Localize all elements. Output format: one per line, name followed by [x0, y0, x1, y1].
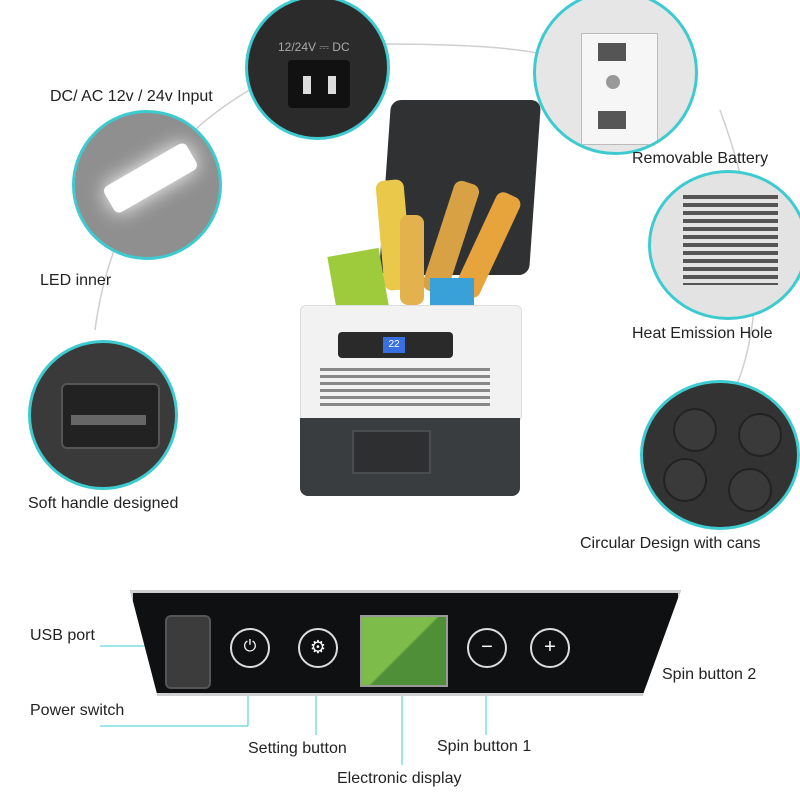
led-inner-label: LED inner [40, 272, 112, 289]
removable-battery-label: Removable Battery [632, 150, 769, 167]
spin-button-1[interactable]: − [467, 628, 507, 668]
can-holes-detail-image [640, 380, 800, 530]
spin-button-2[interactable]: + [530, 628, 570, 668]
usb-port[interactable] [165, 615, 211, 689]
fridge-side-vent [320, 368, 490, 408]
usb-port-label: USB port [30, 627, 95, 644]
can-hole [673, 408, 717, 452]
can-hole [663, 458, 707, 502]
socket-pin-right [328, 76, 336, 94]
minus-icon: − [481, 636, 493, 658]
socket-face [288, 60, 350, 108]
setting-button[interactable]: ⚙ [298, 628, 338, 668]
fridge-product-image: 22 [290, 100, 542, 500]
circular-design-label: Circular Design with cans [580, 535, 761, 552]
heat-emission-label: Heat Emission Hole [632, 325, 773, 342]
electronic-display-label: Electronic display [337, 770, 462, 787]
can-hole [738, 413, 782, 457]
led-detail-image [72, 110, 222, 260]
dc-socket-detail-image: 12/24V ⎓ DC [245, 0, 390, 140]
spin-button-2-label: Spin button 2 [662, 666, 757, 683]
heat-vent-detail-image [648, 170, 800, 320]
dc-input-label: DC/ AC 12v / 24v Input [50, 88, 213, 105]
socket-marking-text: 12/24V ⎓ DC [278, 40, 350, 54]
electronic-display-screen [360, 615, 448, 687]
power-switch-label: Power switch [30, 702, 125, 719]
vent-grille [683, 195, 778, 285]
socket-pin-left [303, 76, 311, 94]
battery-slot-bottom [598, 111, 626, 129]
battery-knob [606, 75, 620, 89]
led-light [101, 141, 200, 215]
battery-slot-top [598, 43, 626, 61]
handle-detail-image [28, 340, 178, 490]
can-hole [728, 468, 772, 512]
power-icon: ⏻ [243, 638, 257, 655]
handle-grip [71, 415, 146, 425]
fridge-front-handle [352, 430, 431, 474]
power-button[interactable]: ⏻ [230, 628, 270, 668]
gear-icon: ⚙ [309, 637, 327, 657]
fridge-mini-display: 22 [383, 337, 405, 353]
soft-handle-label: Soft handle designed [28, 495, 179, 512]
spin-button-1-label: Spin button 1 [437, 738, 532, 755]
bottle [400, 215, 424, 305]
plus-icon: + [544, 636, 556, 658]
battery-detail-image [533, 0, 698, 155]
setting-button-label: Setting button [248, 740, 347, 757]
